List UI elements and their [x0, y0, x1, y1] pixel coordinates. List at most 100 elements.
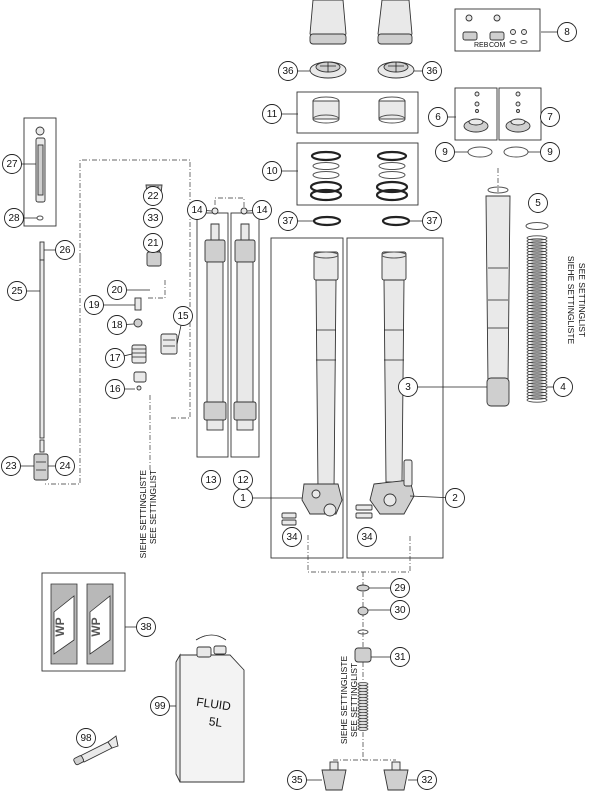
callout-number: 22 [147, 191, 159, 202]
assembly-line-26 [45, 258, 81, 485]
callout-9: 9 [435, 142, 468, 162]
callout-number: 12 [237, 475, 249, 486]
callout-34: 34 [357, 527, 377, 547]
box-10-seals [296, 142, 419, 206]
callout-circle [143, 233, 163, 253]
callout-2: 2 [409, 488, 465, 508]
adjuster-6 [463, 91, 489, 133]
callout-number: 24 [59, 461, 71, 472]
label-com: COM [489, 42, 506, 49]
callout-circle [398, 377, 418, 397]
callout-circle [287, 770, 307, 790]
nut-30 [354, 647, 372, 663]
callout-32: 32 [408, 770, 437, 790]
callout-number: 4 [560, 382, 566, 393]
fork-sleeve-left [309, 0, 347, 45]
callout-number: 33 [147, 213, 159, 224]
callout-circle [143, 186, 163, 206]
assembly-line-20 [148, 280, 166, 299]
callout-21: 21 [143, 233, 163, 253]
callout-33: 33 [143, 208, 163, 228]
callout-number: 15 [177, 311, 189, 322]
washer-small [357, 629, 369, 635]
callout-number: 37 [426, 216, 438, 227]
callout-number: 18 [111, 320, 123, 331]
callout-6: 6 [428, 107, 456, 127]
callout-15: 15 [173, 306, 193, 345]
note-see-right: SEE SETTINGLIST [577, 263, 587, 337]
callout-number: 5 [535, 198, 541, 209]
callout-circle [262, 161, 282, 181]
callout-circle [1, 456, 21, 476]
callout-number: 1 [240, 493, 246, 504]
callout-circle [187, 200, 207, 220]
shim-stack-16 [133, 371, 147, 391]
callout-number: 9 [442, 147, 448, 158]
callout-98: 98 [76, 728, 96, 748]
callout-22: 22 [143, 186, 163, 206]
fork-leg-2 [355, 251, 415, 519]
shim-stack-bottom [357, 682, 369, 731]
callout-number: 10 [266, 166, 278, 177]
callout-7: 7 [540, 107, 560, 127]
callout-circle [262, 104, 282, 124]
callout-5: 5 [528, 193, 548, 213]
callout-circle [136, 617, 156, 637]
part-14-left [211, 207, 219, 215]
callout-number: 6 [435, 112, 441, 123]
nut-29 [357, 606, 369, 616]
callout-circle [233, 470, 253, 490]
callout-circle [422, 61, 442, 81]
callout-number: 21 [147, 238, 159, 249]
callout-number: 36 [282, 66, 294, 77]
callout-circle [435, 142, 455, 162]
washer-28 [356, 584, 370, 592]
fork-sleeve-right [377, 0, 413, 45]
fluid-size-label: 5L [208, 714, 223, 730]
valve-23-24 [33, 453, 49, 481]
callout-circle [557, 22, 577, 42]
callout-circle [390, 578, 410, 598]
box-6-adjuster [454, 87, 498, 141]
callout-circle [422, 211, 442, 231]
callout-circle [278, 61, 298, 81]
callout-number: 26 [59, 245, 71, 256]
callout-circle [7, 281, 27, 301]
callout-30: 30 [368, 600, 410, 620]
callout-number: 34 [286, 532, 298, 543]
callout-circle [540, 142, 560, 162]
callout-24: 24 [48, 456, 75, 476]
assembly-line-14 [214, 197, 245, 208]
callout-number: 98 [80, 733, 92, 744]
callout-number: 16 [109, 384, 121, 395]
callout-number: 9 [547, 147, 553, 158]
cap-36-left [309, 61, 347, 79]
callout-circle [390, 600, 410, 620]
callout-number: 32 [421, 775, 433, 786]
callout-circle [173, 306, 193, 326]
label-reb: REB [474, 42, 489, 49]
callout-number: 17 [109, 353, 121, 364]
callout-31: 31 [371, 647, 410, 667]
callout-28: 28 [4, 208, 37, 228]
callout-14: 14 [187, 200, 213, 220]
callout-circle [252, 200, 272, 220]
washer-5 [525, 222, 549, 230]
callout-circle [76, 728, 96, 748]
callout-27: 27 [2, 154, 36, 174]
grease-tube-98 [73, 735, 119, 766]
callout-34: 34 [282, 527, 302, 547]
callout-number: 11 [267, 109, 278, 120]
fork-leg-1 [281, 251, 343, 526]
callout-circle [201, 470, 221, 490]
callout-19: 19 [84, 295, 135, 315]
callout-18: 18 [107, 315, 135, 335]
callout-10: 10 [262, 161, 298, 181]
note-see-left: SEE SETTINGLIST [148, 470, 158, 544]
callout-circle [528, 193, 548, 213]
callout-number: 25 [11, 286, 23, 297]
note-siehe-bottom: SIEHE SETTINGLISTE [339, 656, 349, 745]
box-11-bushings [296, 91, 419, 134]
callout-circle [4, 208, 24, 228]
callout-number: 35 [291, 775, 303, 786]
